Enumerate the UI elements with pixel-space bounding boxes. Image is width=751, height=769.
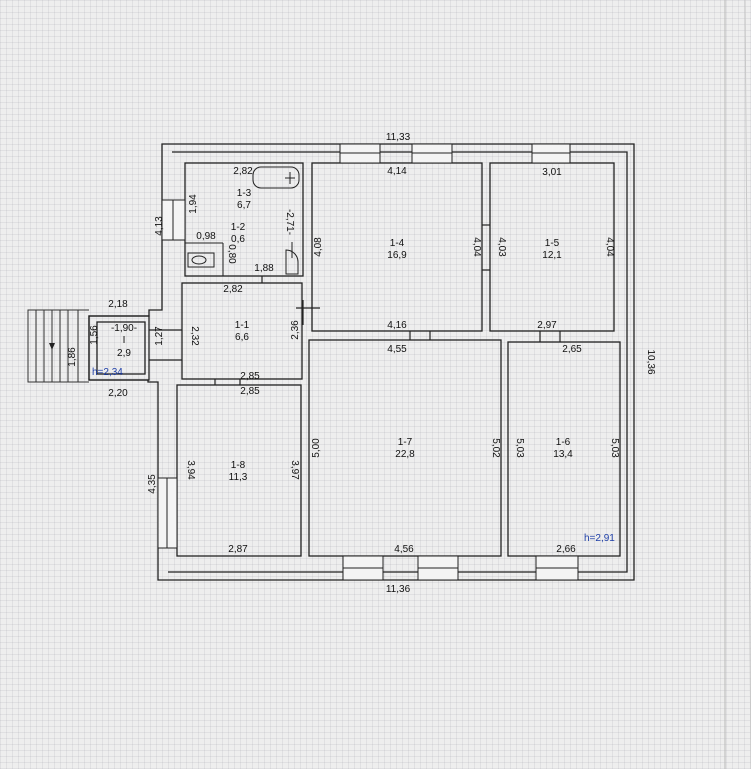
dim-4-16: 4,16	[387, 320, 407, 331]
dim-1-27: 1,27	[154, 326, 165, 346]
sink-icon	[285, 242, 299, 275]
dim-2-85-a: 2,85	[240, 371, 260, 382]
height-porch: h=2,34	[92, 367, 123, 378]
dim-2-97: 2,97	[537, 320, 557, 331]
room-id-porch: I	[123, 335, 126, 346]
dim-2-32: 2,32	[189, 326, 200, 346]
dim-2-18: 2,18	[108, 299, 128, 310]
room-area-1-8: 11,3	[229, 472, 248, 483]
dim-3-97: 3,97	[289, 460, 300, 480]
dim-4-55: 4,55	[387, 344, 407, 355]
dim-4-14: 4,14	[387, 166, 407, 177]
dim-2-66: 2,66	[556, 544, 576, 555]
entry-arrow	[49, 343, 55, 350]
room-area-1-2: 0,6	[231, 234, 245, 245]
dim-1-56: 1,56	[89, 325, 100, 345]
dim-3-01: 3,01	[542, 167, 562, 178]
dim-overall-bottom: 11,36	[386, 584, 411, 595]
room-area-porch: 2,9	[117, 348, 131, 359]
room-id-1-6: 1-6	[556, 437, 571, 448]
room-area-1-6: 13,4	[553, 449, 573, 460]
dim-0-80: 0,80	[226, 244, 237, 264]
dim-5-00: 5,00	[311, 438, 322, 458]
dim-5-03-a: 5,03	[514, 438, 525, 458]
dim-4-04-a: 4,04	[471, 237, 482, 257]
dim-4-03: 4,03	[496, 237, 507, 257]
dim-overall-top: 11,33	[386, 132, 411, 143]
dim-1-94: 1,94	[188, 194, 199, 214]
room-id-1-8: 1-8	[231, 460, 246, 471]
dim-4-08: 4,08	[313, 237, 324, 257]
dim-4-56: 4,56	[394, 544, 414, 555]
room-area-1-1: 6,6	[235, 332, 249, 343]
dim-4-13: 4,13	[154, 216, 165, 236]
dim-2-82-mid: 2,82	[223, 284, 243, 295]
room-id-1-4: 1-4	[390, 238, 405, 249]
room-1-7-outline	[308, 339, 502, 557]
room-id-1-5: 1-5	[545, 238, 560, 249]
dim-2-87: 2,87	[228, 544, 248, 555]
dim-1-90: -1,90-	[111, 323, 137, 334]
bathtub-icon	[252, 166, 300, 189]
dim-2-20: 2,20	[108, 388, 128, 399]
room-porch-outline	[88, 315, 150, 381]
room-id-1-2: 1-2	[231, 222, 246, 233]
room-id-1-1: 1-1	[235, 320, 250, 331]
room-1-4-outline	[311, 162, 483, 332]
room-id-1-7: 1-7	[398, 437, 413, 448]
dim-3-94: 3,94	[185, 460, 196, 480]
dim-2-71: -2,71-	[284, 209, 295, 235]
dim-0-98: 0,98	[196, 231, 216, 242]
dim-overall-right: 10,36	[645, 349, 656, 374]
dim-1-88: 1,88	[254, 263, 274, 274]
dim-5-02: 5,02	[490, 438, 501, 458]
room-area-1-5: 12,1	[542, 250, 562, 261]
porch-steps	[27, 309, 89, 383]
dim-2-36: 2,36	[290, 320, 301, 340]
room-1-1-outline	[181, 282, 303, 380]
dim-2-85-b: 2,85	[240, 386, 260, 397]
door-marks	[149, 224, 561, 385]
dim-2-82-top: 2,82	[233, 166, 253, 177]
room-1-8-outline	[176, 384, 302, 557]
toilet-icon	[187, 252, 215, 268]
outer-wall-inner-line	[168, 151, 628, 573]
room-area-1-4: 16,9	[387, 250, 407, 261]
room-id-1-3: 1-3	[237, 188, 252, 199]
room-area-1-3: 6,7	[237, 200, 251, 211]
dim-5-03-b: 5,03	[609, 438, 620, 458]
height-main: h=2,91	[584, 533, 615, 544]
dim-4-35: 4,35	[147, 474, 158, 494]
dim-1-86: 1,86	[67, 347, 78, 367]
dim-4-04-b: 4,04	[604, 237, 615, 257]
dim-2-65: 2,65	[562, 344, 582, 355]
windows	[157, 143, 579, 581]
room-area-1-7: 22,8	[395, 449, 415, 460]
room-porch-inner	[96, 321, 146, 375]
